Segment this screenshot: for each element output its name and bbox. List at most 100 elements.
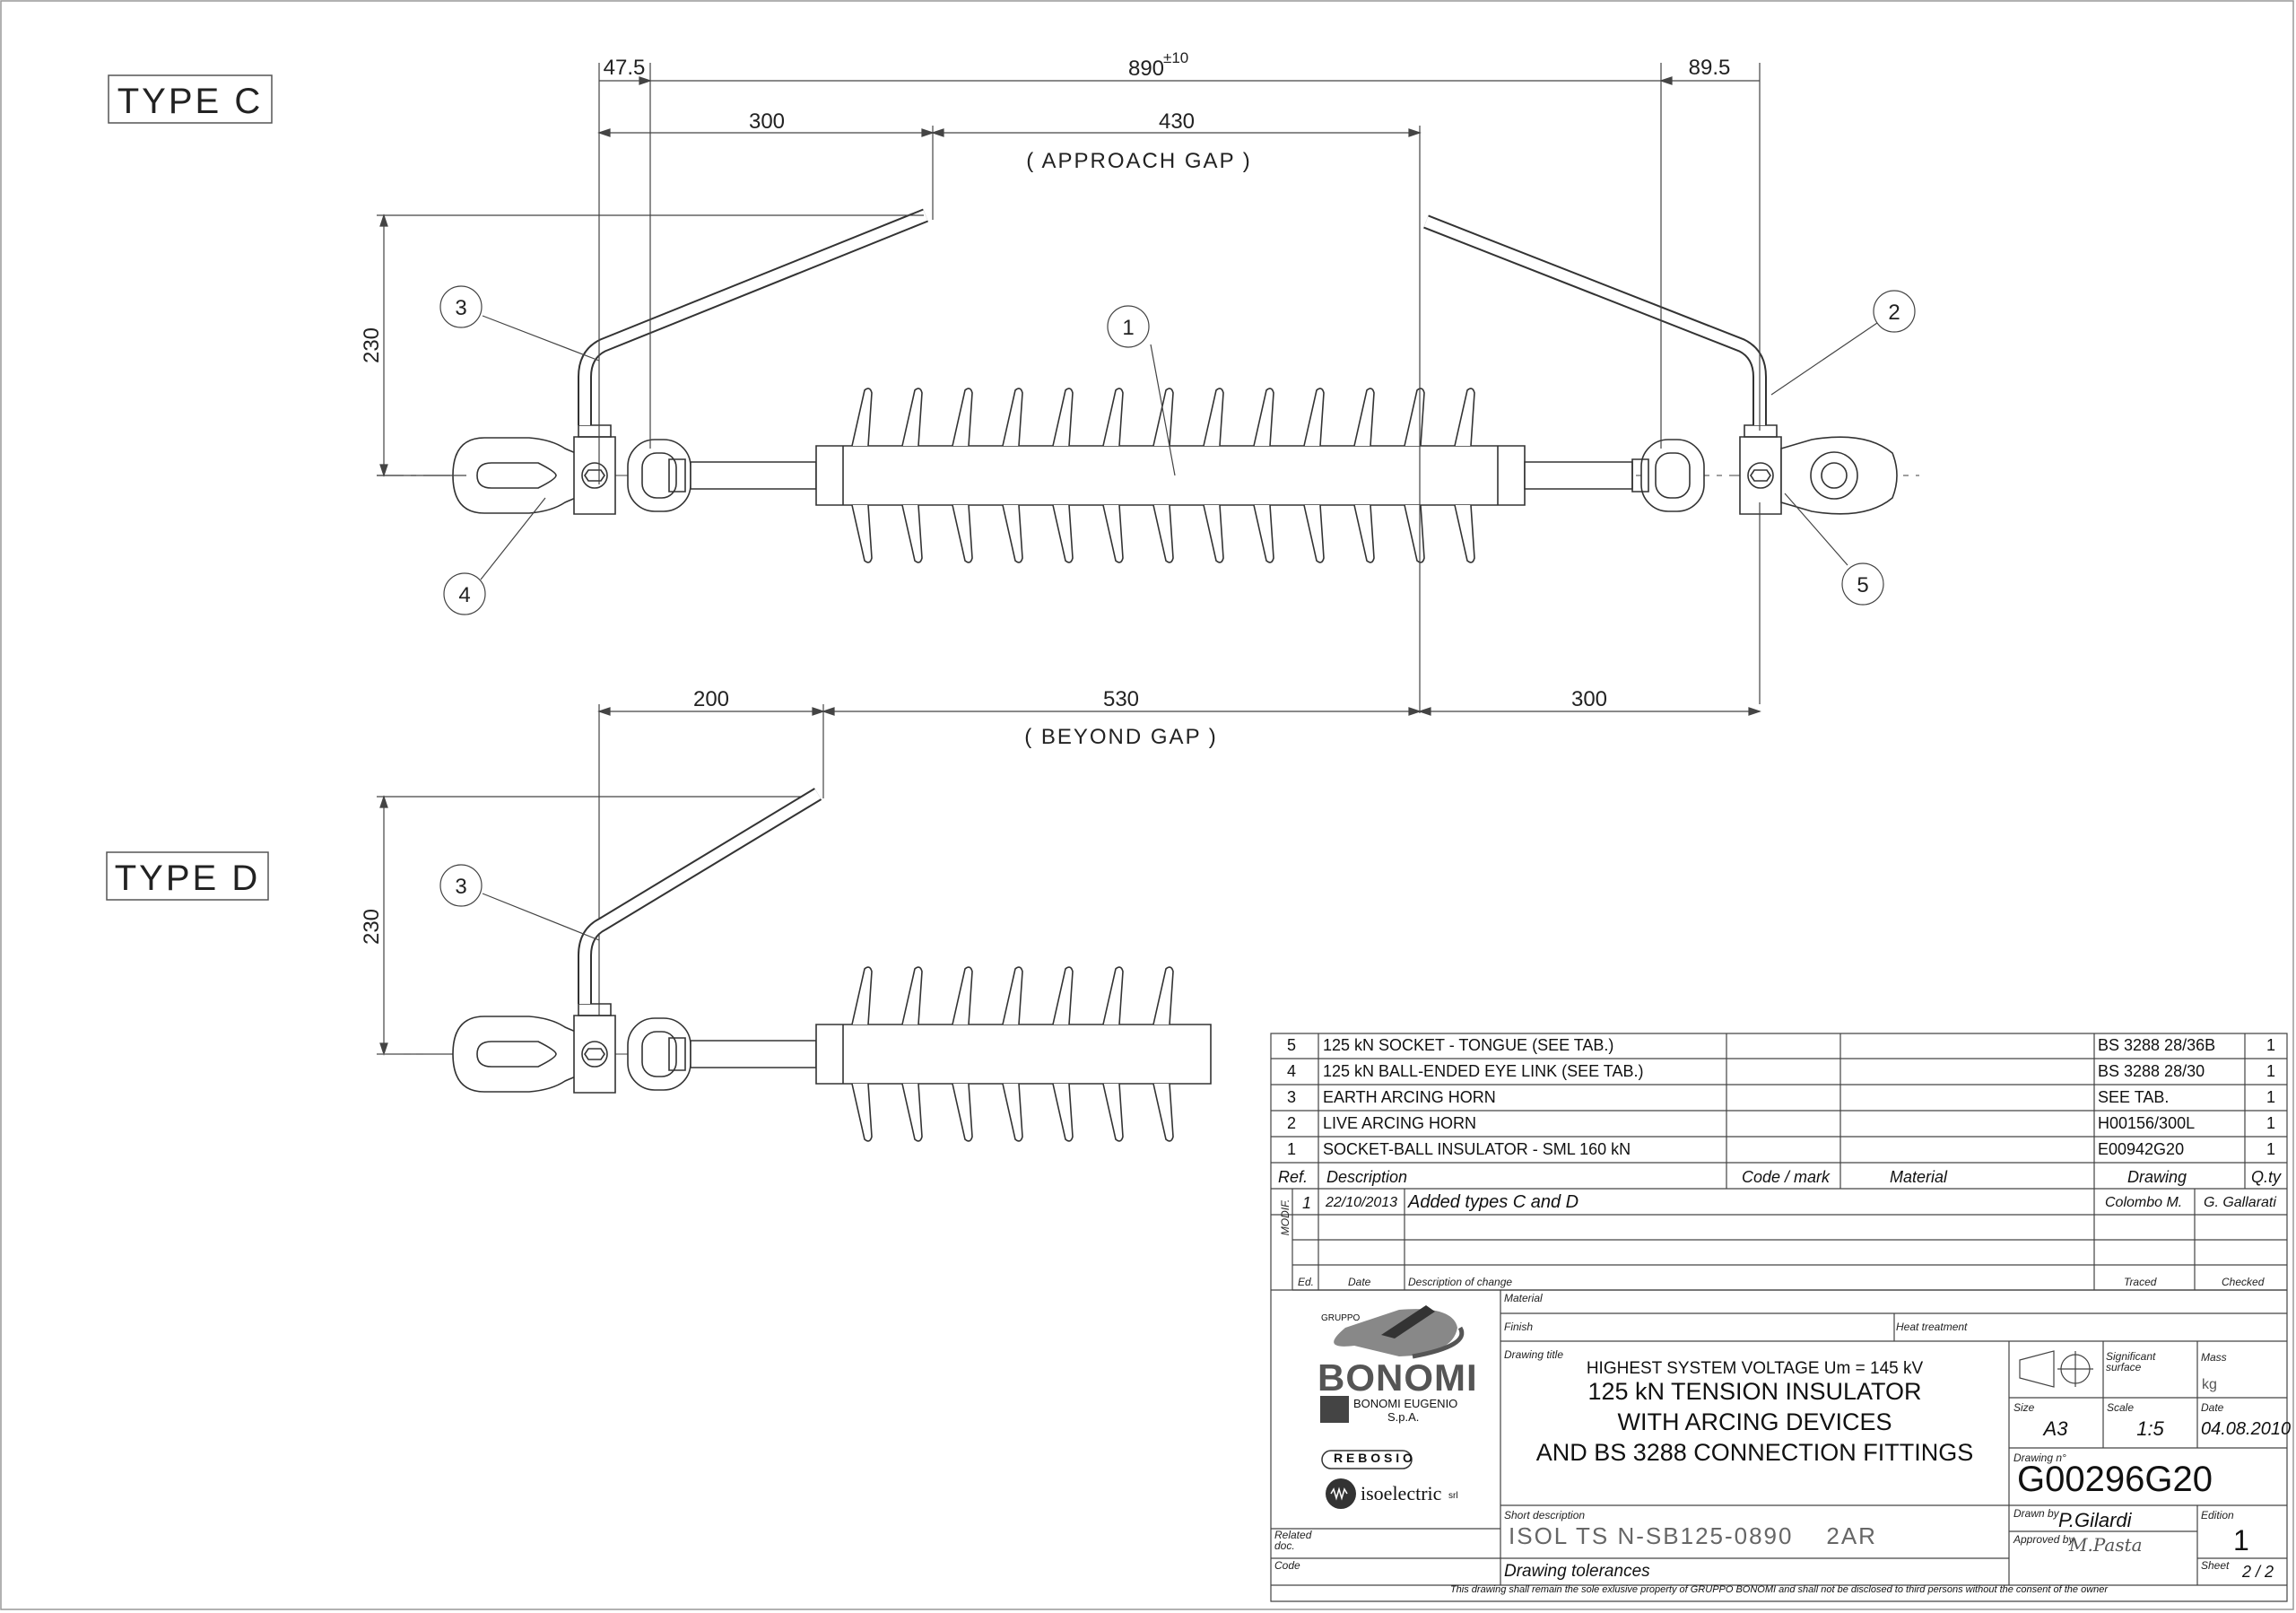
modif-ed: 1 — [1302, 1194, 1312, 1212]
bom-drawing: SEE TAB. — [2098, 1088, 2170, 1106]
bom-description: EARTH ARCING HORN — [1323, 1088, 1496, 1106]
insulator-shed — [1455, 505, 1474, 562]
heat-treatment-label: Heat treatment — [1896, 1321, 1968, 1333]
insulator-shed — [1354, 388, 1374, 446]
dim-47-5: 47.5 — [604, 56, 646, 80]
scale-value: 1:5 — [2136, 1417, 2164, 1440]
sheet-value: 2 / 2 — [2242, 1563, 2274, 1581]
bom-qty: 1 — [2266, 1088, 2276, 1106]
balloon-3-type-d: 3 — [455, 875, 466, 899]
short-description-value: ISOL TS N-SB125-0890 2AR — [1509, 1522, 1877, 1549]
insulator-shed — [902, 388, 922, 446]
approved-by-value: M.Pasta — [2069, 1534, 2143, 1556]
bonomi-logo — [1320, 1305, 1462, 1509]
bom-description: 125 kN BALL-ENDED EYE LINK (SEE TAB.) — [1323, 1062, 1644, 1080]
insulator-shed — [1053, 505, 1073, 562]
modif-side-label: MODIF. — [1279, 1199, 1292, 1236]
mass-label: Mass — [2201, 1351, 2227, 1364]
logo-isoelectric-srl: srl — [1448, 1491, 1458, 1501]
bom-description: SOCKET-BALL INSULATOR - SML 160 kN — [1323, 1140, 1631, 1158]
size-label: Size — [2013, 1401, 2035, 1414]
insulator-shed — [1405, 505, 1424, 562]
dim-430: 430 — [1159, 109, 1195, 134]
insulator-shed — [1153, 967, 1173, 1024]
bom-drawing: BS 3288 28/36B — [2098, 1036, 2216, 1054]
insulator-shed — [1254, 505, 1274, 562]
date-value: 04.08.2010 — [2201, 1419, 2292, 1439]
insulator-shed — [1204, 388, 1223, 446]
logo-bonomi-eugenio: BONOMI EUGENIO — [1353, 1397, 1458, 1410]
modif-header-ed: Ed. — [1298, 1276, 1315, 1288]
title-block-grid — [1271, 1033, 2287, 1601]
insulator-shed — [1003, 1084, 1022, 1141]
edition-value: 1 — [2233, 1524, 2249, 1556]
insulator-shed — [1053, 388, 1073, 446]
significant-surface-label: Significant surface — [2106, 1350, 2156, 1373]
approved-by-label: Approved by — [2013, 1533, 2074, 1546]
drawn-by-label: Drawn by — [2013, 1507, 2059, 1520]
insulator-shed — [1103, 1084, 1123, 1141]
beyond-gap-label: ( BEYOND GAP ) — [1024, 725, 1218, 749]
bom-ref: 5 — [1287, 1036, 1297, 1054]
code-label: Code — [1274, 1559, 1300, 1572]
edition-label: Edition — [2201, 1509, 2234, 1521]
dim-200: 200 — [693, 687, 729, 711]
bom-header-description: Description — [1326, 1168, 1408, 1186]
drawing-title-line-4: AND BS 3288 CONNECTION FITTINGS — [1535, 1439, 1974, 1466]
bom-header-code: Code / mark — [1742, 1168, 1831, 1186]
modif-header-description: Description of change — [1408, 1276, 1513, 1288]
balloon-5: 5 — [1857, 573, 1868, 597]
balloon-4: 4 — [458, 583, 470, 607]
insulator-shed — [1153, 1084, 1173, 1141]
drawing-title-line-2: 125 kN TENSION INSULATOR — [1587, 1378, 1922, 1405]
modif-header-checked: Checked — [2222, 1276, 2265, 1288]
insulator-shed — [852, 505, 872, 562]
bom-header-qty: Q.ty — [2251, 1168, 2282, 1186]
type-d-view — [377, 794, 1211, 1141]
balloon-3: 3 — [455, 296, 466, 320]
balloons-type-c — [440, 286, 1915, 615]
insulator-shed — [1003, 967, 1022, 1024]
drawing-title-line-3: WITH ARCING DEVICES — [1617, 1408, 1892, 1435]
insulator-shed — [952, 505, 972, 562]
related-doc-label: Related doc. — [1274, 1529, 1312, 1552]
bom-description: LIVE ARCING HORN — [1323, 1114, 1477, 1132]
insulator-shed — [1304, 505, 1324, 562]
title-block: 5 125 kN SOCKET - TONGUE (SEE TAB.) BS 328… — [1271, 1033, 2291, 1601]
date-label: Date — [2201, 1401, 2224, 1414]
bom-qty: 1 — [2266, 1114, 2276, 1132]
insulator-shed — [1103, 388, 1123, 446]
bom-header-drawing: Drawing — [2127, 1168, 2187, 1186]
insulator-shed — [1053, 1084, 1073, 1141]
bom-ref: 3 — [1287, 1088, 1297, 1106]
dim-230-type-d: 230 — [360, 909, 384, 945]
modif-date: 22/10/2013 — [1326, 1195, 1398, 1210]
bom-qty: 1 — [2266, 1036, 2276, 1054]
insulator-shed — [852, 967, 872, 1024]
dim-530: 530 — [1103, 687, 1139, 711]
balloon-1: 1 — [1122, 316, 1134, 340]
short-description-label: Short description — [1504, 1509, 1586, 1521]
mass-unit: kg — [2202, 1377, 2217, 1392]
drawn-by-value: P.Gilardi — [2058, 1509, 2132, 1531]
insulator-shed — [1354, 505, 1374, 562]
insulator-shed — [1003, 388, 1022, 446]
insulator-shed — [902, 1084, 922, 1141]
dim-230-type-c: 230 — [360, 327, 384, 363]
insulator-shed — [1405, 388, 1424, 446]
insulator-shed — [852, 388, 872, 446]
modif-checked-by: G. Gallarati — [2204, 1195, 2276, 1210]
modif-header-date: Date — [1348, 1276, 1371, 1288]
type-c-view — [377, 215, 1919, 562]
insulator-shed — [1003, 505, 1022, 562]
bom-description: 125 kN SOCKET - TONGUE (SEE TAB.) — [1323, 1036, 1614, 1054]
insulator-shed — [902, 505, 922, 562]
drawing-title-line-1: HIGHEST SYSTEM VOLTAGE Um = 145 kV — [1586, 1359, 1924, 1378]
insulator-shed — [1455, 388, 1474, 446]
logo-bonomi: BONOMI — [1318, 1356, 1478, 1399]
insulator-shed — [1053, 967, 1073, 1024]
bom-qty: 1 — [2266, 1140, 2276, 1158]
size-value: A3 — [2043, 1417, 2068, 1440]
logo-rebosio: R E B O S I O — [1334, 1451, 1413, 1465]
